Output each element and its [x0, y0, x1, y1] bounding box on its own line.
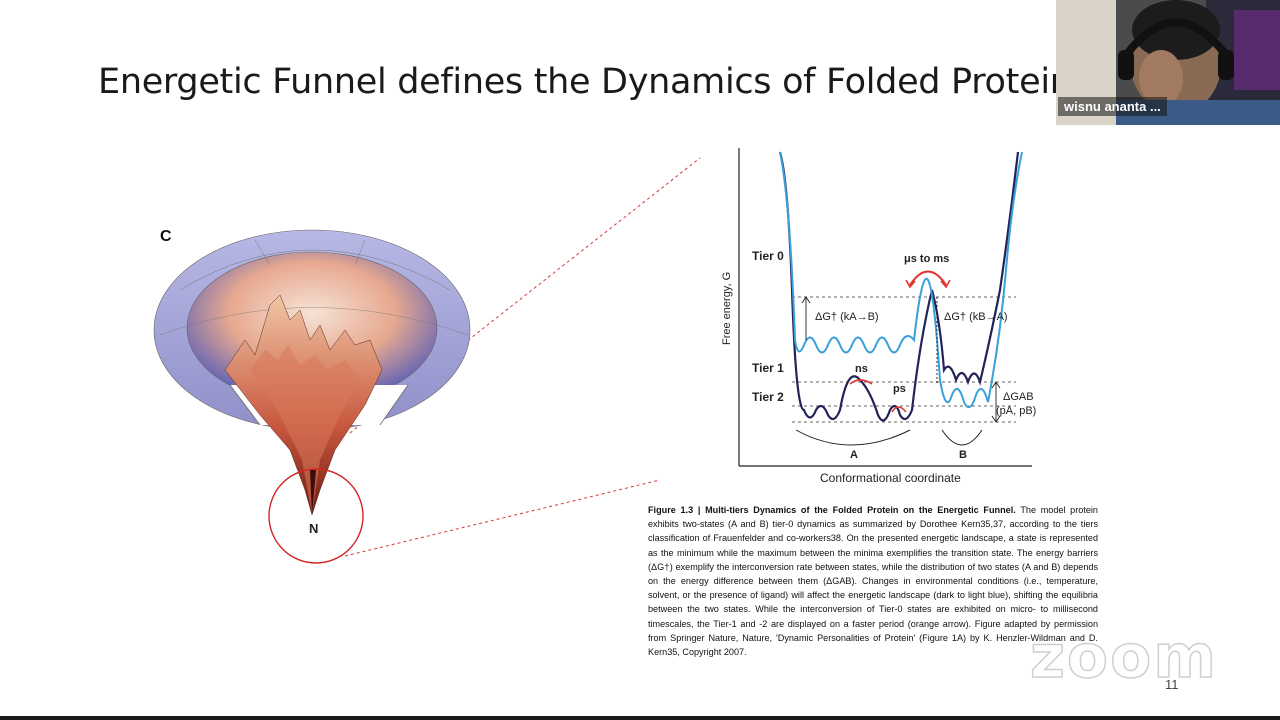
barrier-ba-label: ΔG† (kB→A) [944, 311, 1008, 323]
y-axis-label: Free energy, G [721, 272, 733, 345]
energy-funnel-illustration: N [153, 229, 471, 564]
tier2-label: Tier 2 [752, 390, 784, 404]
timescale-ps-label: ps [893, 383, 906, 395]
slide-title: Energetic Funnel defines the Dynamics of… [98, 62, 1072, 102]
x-axis-label: Conformational coordinate [820, 471, 961, 485]
figure-caption: Figure 1.3 | Multi-tiers Dynamics of the… [648, 503, 1098, 659]
bottom-edge-bar [0, 716, 1280, 720]
timescale-top-label: μs to ms [904, 253, 949, 265]
barrier-ab-label: ΔG† (kA→B) [815, 311, 879, 323]
tier0-label: Tier 0 [752, 249, 784, 263]
slide-number: 11 [1165, 677, 1179, 692]
tier1-label: Tier 1 [752, 361, 784, 375]
panel-label: C [160, 228, 172, 245]
timescale-ns-label: ns [855, 363, 868, 375]
state-a-label: A [850, 449, 858, 461]
state-b-label: B [959, 449, 967, 461]
energy-landscape-chart: Free energy, G Conformational coordinate… [721, 148, 1036, 485]
caption-title: Figure 1.3 | Multi-tiers Dynamics of the… [648, 505, 1016, 515]
zoom-watermark: zoom [1029, 621, 1218, 693]
participant-name-label: wisnu ananta ... [1058, 97, 1167, 116]
native-state-label: N [309, 521, 318, 536]
population-label: (pA, pB) [996, 405, 1036, 417]
caption-body: The model protein exhibits two-states (A… [648, 505, 1098, 658]
delta-g-ab-label: ΔGAB [1003, 391, 1034, 403]
